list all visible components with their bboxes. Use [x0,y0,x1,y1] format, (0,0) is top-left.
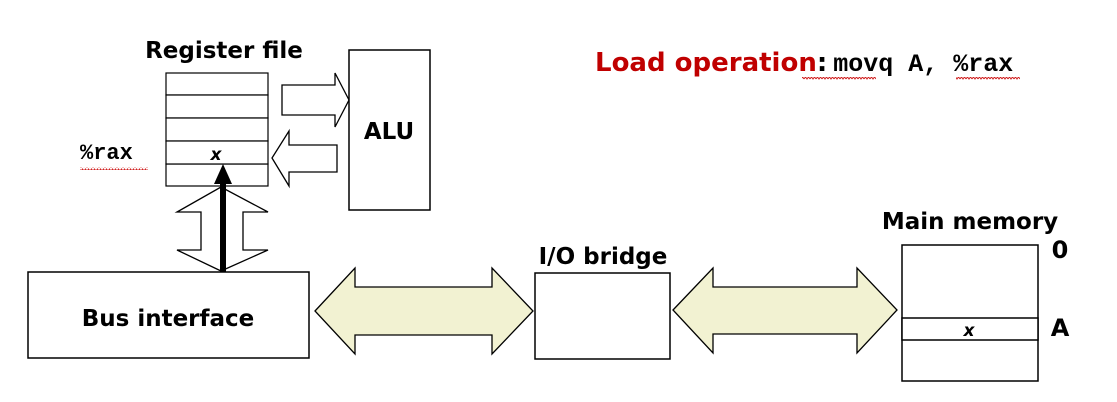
register-row [165,117,269,142]
alu-box [348,49,431,211]
data-flow-arrow-head [214,164,232,184]
memory-bus-arrow [672,266,898,355]
system-bus-arrow [314,266,534,356]
alu-label: ALU [364,119,414,145]
title: Load operation:movq A, %rax [595,48,1013,79]
main-memory-label: Main memory [882,209,1058,235]
register-rax-value: x [210,145,223,165]
spellcheck-underline-register [80,167,148,170]
title-prefix: Load operation [595,48,817,78]
main-memory-box [901,244,1039,382]
bus-interface-label: Bus interface [82,306,255,332]
bus-interface-box [27,271,310,359]
register-file [165,72,269,187]
memory-address-a: A [1051,314,1070,342]
spellcheck-underline-rax [956,77,1020,80]
register-rax-label: %rax [80,141,133,166]
register-rax [165,140,269,165]
register-to-alu-arrow [281,72,350,128]
register-row [165,94,269,119]
register-file-label: Register file [145,38,303,64]
title-instruction: movq A, %rax [833,50,1013,79]
io-bridge-box [534,272,671,360]
io-bridge-label: I/O bridge [539,244,668,270]
register-row [165,72,269,96]
memory-cell-a [901,317,1039,341]
memory-address-zero: 0 [1052,236,1069,264]
alu-to-register-arrow [271,128,338,189]
spellcheck-underline-movq [802,77,876,80]
memory-cell-value: x [963,321,976,341]
title-colon: : [817,48,827,78]
